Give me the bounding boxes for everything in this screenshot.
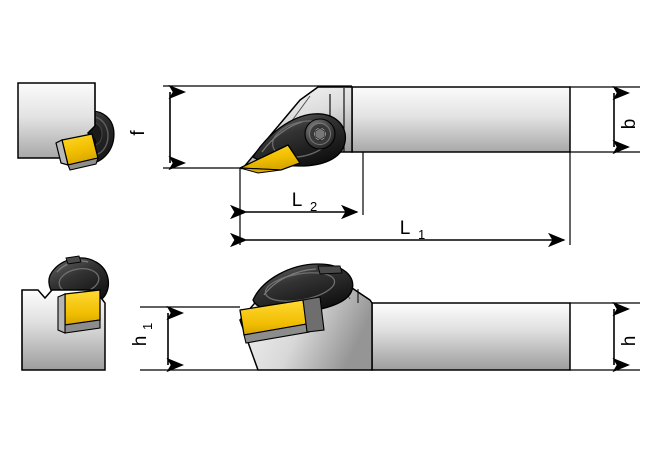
- dimension-h1: h 1: [130, 305, 258, 373]
- cutting-insert-upper: [239, 144, 301, 174]
- dimension-sub-L2: 2: [310, 199, 317, 214]
- side-view-upper: [239, 86, 571, 174]
- dimension-sub-h1: 1: [140, 323, 155, 330]
- dimension-L2: L 2: [230, 152, 364, 245]
- dimension-label-h1: h: [130, 336, 151, 347]
- shank-lower: [371, 302, 571, 371]
- front-end-view-lower: [21, 255, 110, 371]
- dimension-label-b: b: [619, 119, 640, 130]
- dimension-L1: L 1: [230, 152, 571, 248]
- dimension-label-L2: L: [292, 190, 303, 211]
- shank-upper: [351, 86, 571, 153]
- cutting-insert-lower-left: [57, 289, 101, 334]
- dimension-sub-L1: 1: [418, 227, 425, 242]
- dimension-label-h: h: [619, 336, 640, 347]
- dimension-h: h: [570, 301, 640, 373]
- dimension-label-f: f: [128, 130, 149, 136]
- side-view-lower: [239, 263, 571, 371]
- dimension-b: b: [570, 85, 640, 155]
- front-end-view-upper: [17, 82, 115, 171]
- dimension-label-L1: L: [400, 218, 411, 239]
- cutting-insert-upper-left: [55, 133, 99, 171]
- dimension-f: f: [128, 84, 352, 171]
- cutting-insert-lower: [239, 296, 325, 344]
